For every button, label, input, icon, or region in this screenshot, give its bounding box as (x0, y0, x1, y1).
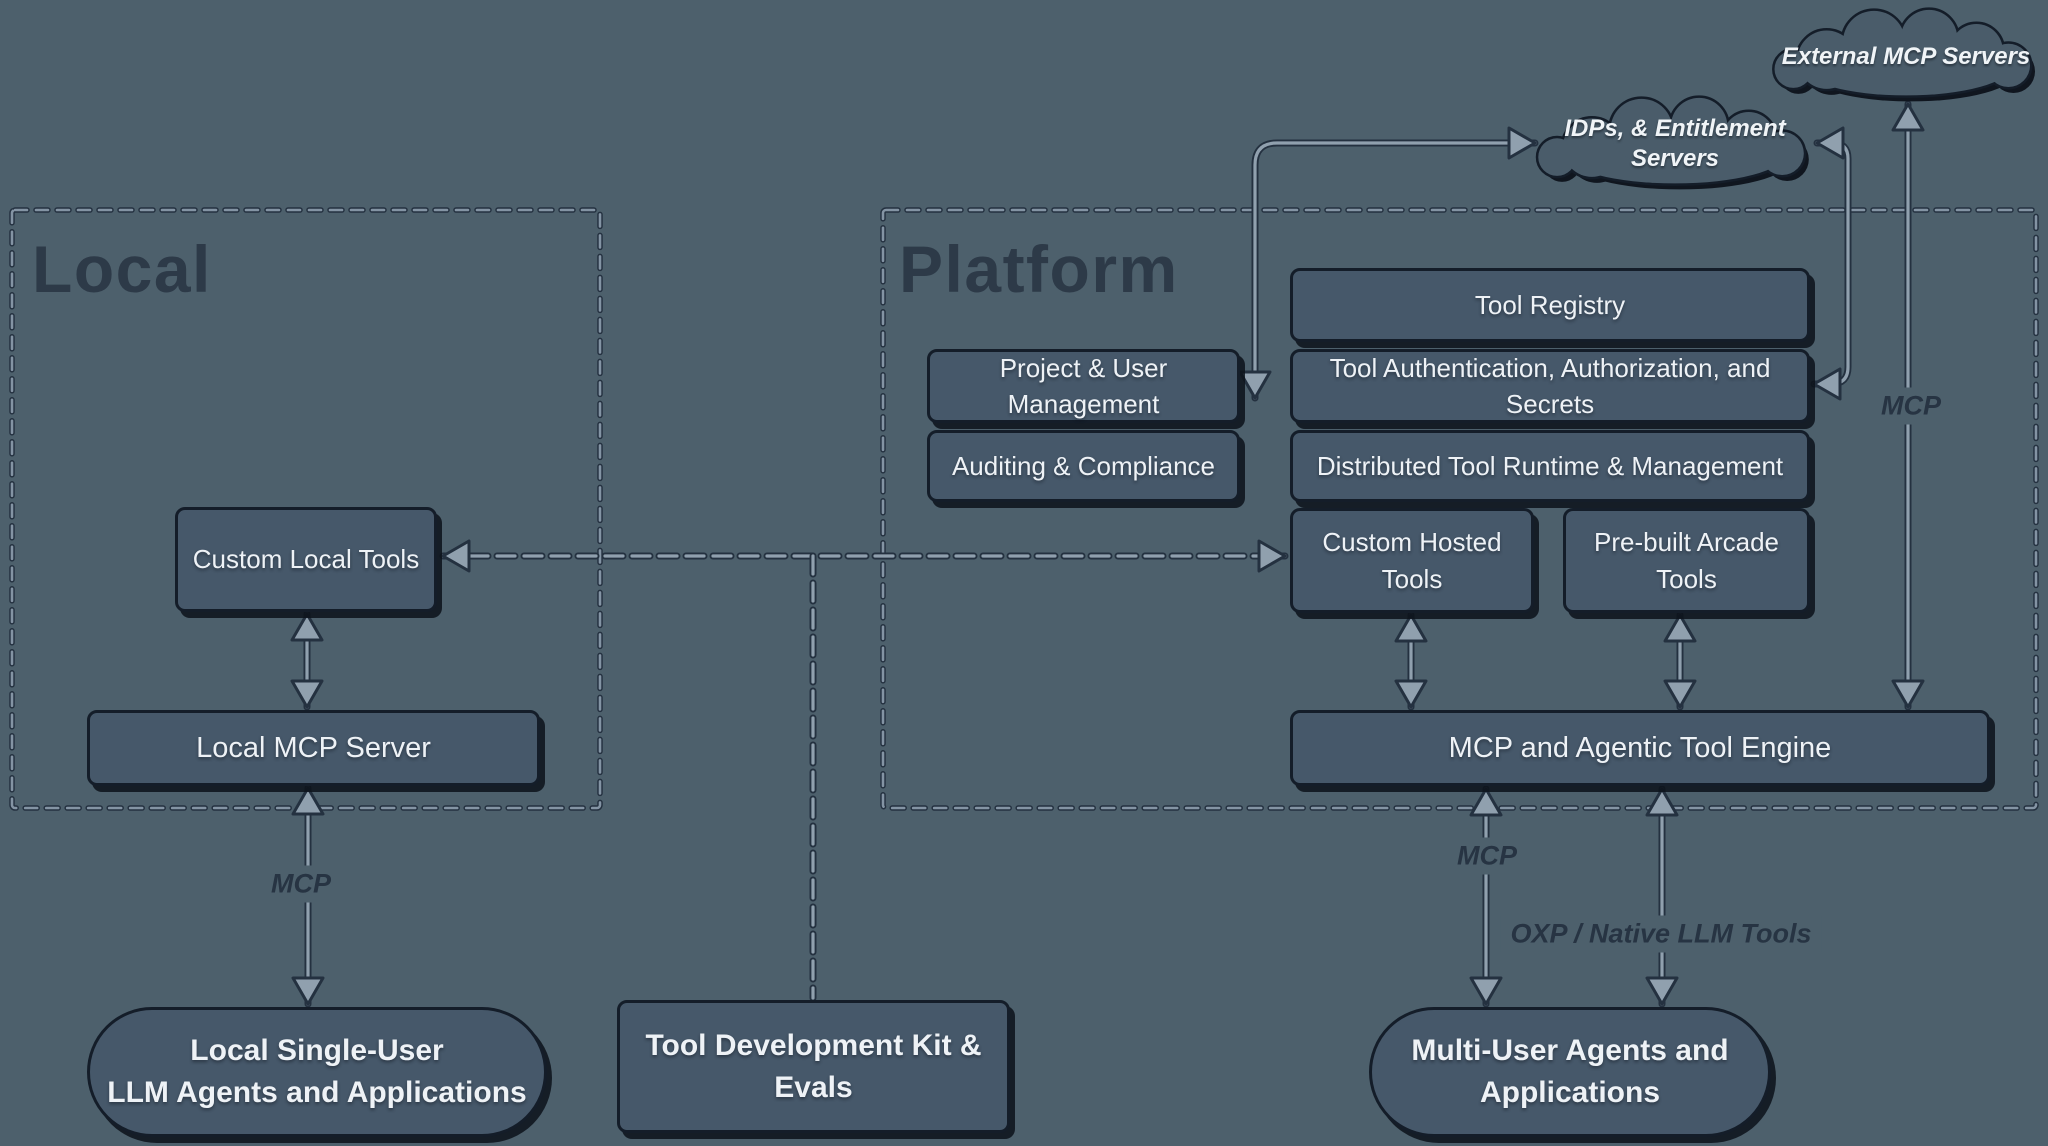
arrowhead (1815, 126, 1845, 160)
arrowhead (291, 976, 325, 1006)
node-label: Tool Registry (1474, 289, 1626, 320)
arrowhead (1469, 787, 1503, 817)
arrowhead (1394, 613, 1428, 643)
node-custom-hosted-tools: Custom Hosted Tools (1290, 508, 1534, 613)
label-oxp-native: OXP / Native LLM Tools (1500, 915, 1822, 953)
node-local-mcp-server: Local MCP Server (87, 710, 540, 786)
node-label: Local MCP Server (196, 731, 431, 764)
node-label: Distributed Tool Runtime & Management (1316, 450, 1784, 481)
arrowhead (1507, 126, 1537, 160)
label-mcp-local: MCP (261, 865, 341, 903)
node-prebuilt-arcade-tools: Pre-built Arcade Tools (1563, 508, 1810, 613)
arrowhead (1891, 102, 1925, 132)
region-title-local: Local (32, 232, 212, 306)
arrowhead (441, 539, 471, 573)
node-label: Custom Local Tools (192, 544, 420, 575)
arrowhead (291, 786, 325, 816)
node-label: Auditing & Compliance (951, 450, 1216, 481)
node-label: Local Single-User (190, 1034, 444, 1067)
node-label: MCP and Agentic Tool Engine (1448, 731, 1832, 764)
arrowhead (1663, 679, 1697, 709)
node-tool-registry: Tool Registry (1290, 268, 1810, 342)
label-mcp-external: MCP (1871, 387, 1951, 425)
node-distributed-runtime: Distributed Tool Runtime & Management (1290, 430, 1810, 502)
edge-auth-idps-right (1810, 139, 1852, 388)
label-mcp-engine: MCP (1447, 837, 1527, 875)
arrowhead (1663, 613, 1697, 643)
node-mcp-agentic-engine: MCP and Agentic Tool Engine (1290, 710, 1990, 786)
node-label: Multi-User Agents and (1411, 1034, 1729, 1067)
arrowhead (1645, 976, 1679, 1006)
region-title-platform: Platform (899, 232, 1179, 306)
node-label: Tool Authentication, Authorization, and … (1329, 352, 1771, 419)
node-label: Project & User Management (999, 352, 1168, 419)
arrowhead (1394, 679, 1428, 709)
arrowhead (290, 612, 324, 642)
edge-auth-idps-left (1253, 141, 1537, 400)
node-label: Pre-built Arcade Tools (1594, 527, 1779, 594)
arrowhead (290, 679, 324, 709)
node-custom-local-tools: Custom Local Tools (175, 507, 437, 612)
arrowhead (1257, 539, 1287, 573)
node-label: Applications (1479, 1076, 1660, 1109)
node-tool-dev-kit: Tool Development Kit & Evals (617, 1000, 1010, 1133)
region-border-platform (881, 208, 2038, 810)
node-project-user-management: Project & User Management (927, 349, 1240, 423)
node-label: LLM Agents and Applications (107, 1076, 527, 1109)
cloud-external-mcp-servers (1774, 9, 2031, 96)
node-label: Custom Hosted Tools (1322, 527, 1502, 594)
arrowhead (1645, 787, 1679, 817)
arrowhead (1469, 976, 1503, 1006)
cloud-idps-entitlement-servers (1538, 97, 1804, 184)
arrowhead (1238, 370, 1272, 400)
cloud-label-external-mcp-servers: External MCP Servers (1781, 43, 2031, 70)
edge-auth-idps-right (1812, 141, 1850, 386)
arrowhead (1891, 679, 1925, 709)
node-label: Tool Development Kit & Evals (645, 1028, 982, 1104)
arrowhead (1812, 367, 1842, 401)
node-tool-auth-secrets: Tool Authentication, Authorization, and … (1290, 349, 1810, 423)
node-auditing-compliance: Auditing & Compliance (927, 430, 1240, 502)
